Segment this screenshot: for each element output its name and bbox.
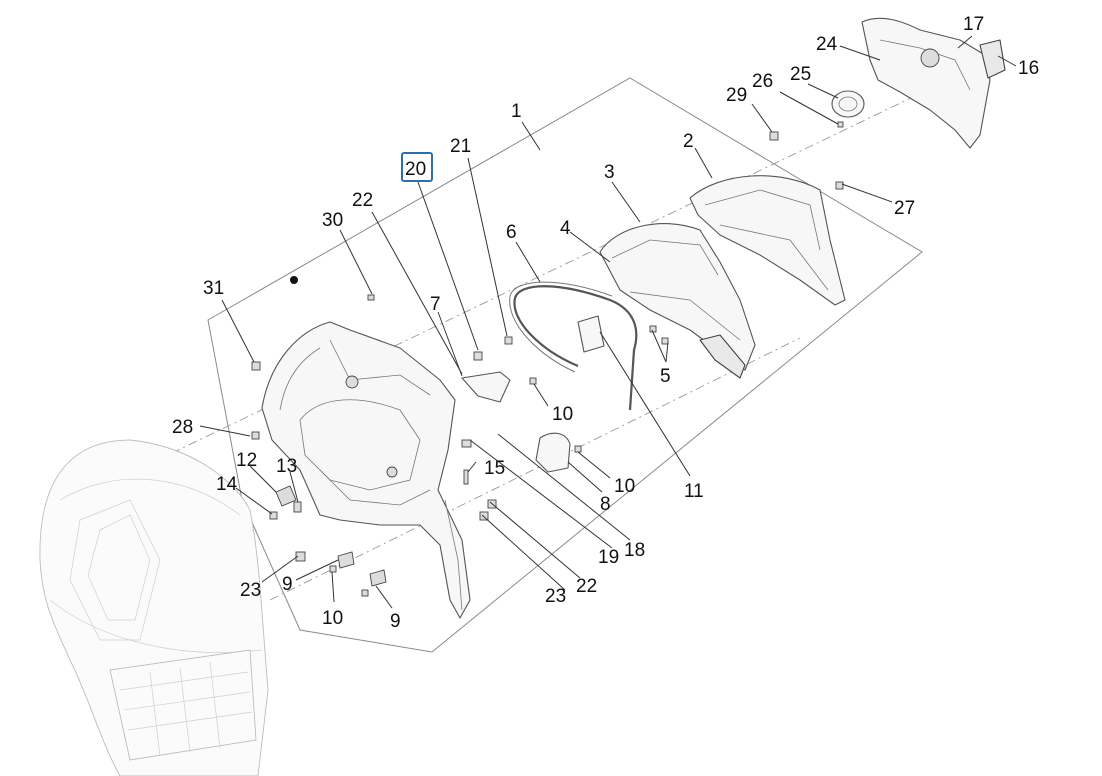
callout-9b: 9 [390, 611, 401, 632]
callout-8: 8 [600, 494, 611, 515]
part-25-ring [831, 90, 865, 118]
callout-17: 17 [963, 14, 984, 35]
callout-15: 15 [484, 458, 505, 479]
callout-22b: 22 [576, 576, 597, 597]
callout-6: 6 [506, 222, 517, 243]
callout-27: 27 [894, 198, 915, 219]
inner-body-panel [261, 321, 471, 619]
callout-22a: 22 [352, 190, 373, 211]
callout-26: 26 [752, 71, 773, 92]
fasteners [251, 121, 844, 597]
callout-12: 12 [236, 450, 257, 471]
part-20-bracket [461, 371, 511, 403]
callout-28: 28 [172, 417, 193, 438]
callout-30: 30 [322, 210, 343, 231]
callout-10a: 10 [552, 404, 573, 425]
callout-11: 11 [684, 481, 704, 502]
callout-10c: 10 [322, 608, 343, 629]
callout-9a: 9 [282, 574, 293, 595]
part-2-panel [689, 175, 846, 306]
callout-24: 24 [816, 34, 838, 55]
part-11-pad [577, 315, 605, 353]
callout-7: 7 [430, 294, 441, 315]
callout-2: 2 [683, 131, 694, 152]
reference-dot [290, 276, 298, 284]
callout-29: 29 [726, 85, 747, 106]
callout-21: 21 [450, 136, 471, 157]
callout-23b: 23 [545, 586, 566, 607]
leader-lines [199, 35, 1017, 609]
callout-1: 1 [511, 101, 522, 122]
callout-4: 4 [560, 218, 571, 239]
callout-5: 5 [660, 366, 671, 387]
part-24-housing [861, 17, 1006, 149]
part-3-4-panel [599, 223, 756, 379]
callout-labels: 1 2 3 4 5 6 7 8 9 9 10 10 10 11 12 13 14… [172, 14, 1039, 632]
part-6-strip [513, 285, 638, 411]
callout-23a: 23 [240, 580, 261, 601]
callout-16: 16 [1018, 58, 1039, 79]
callout-13: 13 [276, 456, 297, 477]
front-shield-ghost [39, 439, 269, 776]
callout-25: 25 [790, 64, 811, 85]
callout-31: 31 [203, 278, 224, 299]
callout-10b: 10 [614, 476, 635, 497]
callout-20: 20 [405, 159, 426, 180]
part-8-flap [535, 432, 571, 473]
assembly-axis-line-lower [269, 337, 801, 601]
part-6-strip-inner [509, 281, 613, 373]
callout-19: 19 [598, 547, 619, 568]
callout-3: 3 [604, 162, 615, 183]
highlight-box-20 [401, 152, 433, 182]
callout-14: 14 [216, 474, 238, 495]
callout-18: 18 [624, 540, 645, 561]
